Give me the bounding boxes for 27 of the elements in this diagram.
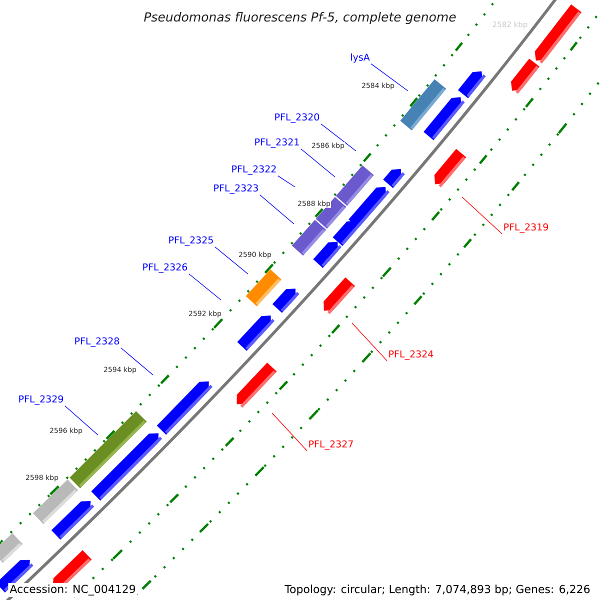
gene-label: PFL_2322 [232, 165, 276, 175]
gene-label: PFL_2326 [143, 263, 188, 273]
leader-line [188, 274, 222, 300]
leader-line [120, 348, 154, 376]
leader-line [64, 406, 98, 436]
gene-label: PFL_2321 [255, 138, 299, 148]
leader-line [214, 246, 248, 274]
gene-label: PFL_2324 [389, 350, 434, 360]
leader-line [462, 196, 502, 234]
gene-label: lysA [351, 53, 370, 63]
leader-line [300, 148, 336, 178]
leader-line [260, 194, 294, 224]
gene-label: PFL_2329 [19, 395, 64, 405]
leader-line [272, 412, 308, 452]
leader-line [278, 176, 296, 188]
gene-label: PFL_2327 [309, 440, 353, 450]
genome-info-text: Topology: circular; Length: 7,074,893 bp; Genes: 6,226 [283, 583, 592, 597]
title: Pseudomonas fluorescens Pf-5, complete genome [144, 12, 456, 24]
gene-label: PFL_2320 [275, 113, 320, 123]
leader-line [320, 124, 356, 152]
leader-line [352, 322, 388, 362]
leader-line [370, 63, 408, 92]
gene-label: PFL_2323 [214, 184, 258, 194]
gene-label: PFL_2319 [504, 223, 548, 233]
gene-label: PFL_2325 [169, 236, 213, 246]
accession-text: Accession: NC_004129 [8, 583, 138, 597]
gene-label: PFL_2328 [75, 337, 120, 347]
